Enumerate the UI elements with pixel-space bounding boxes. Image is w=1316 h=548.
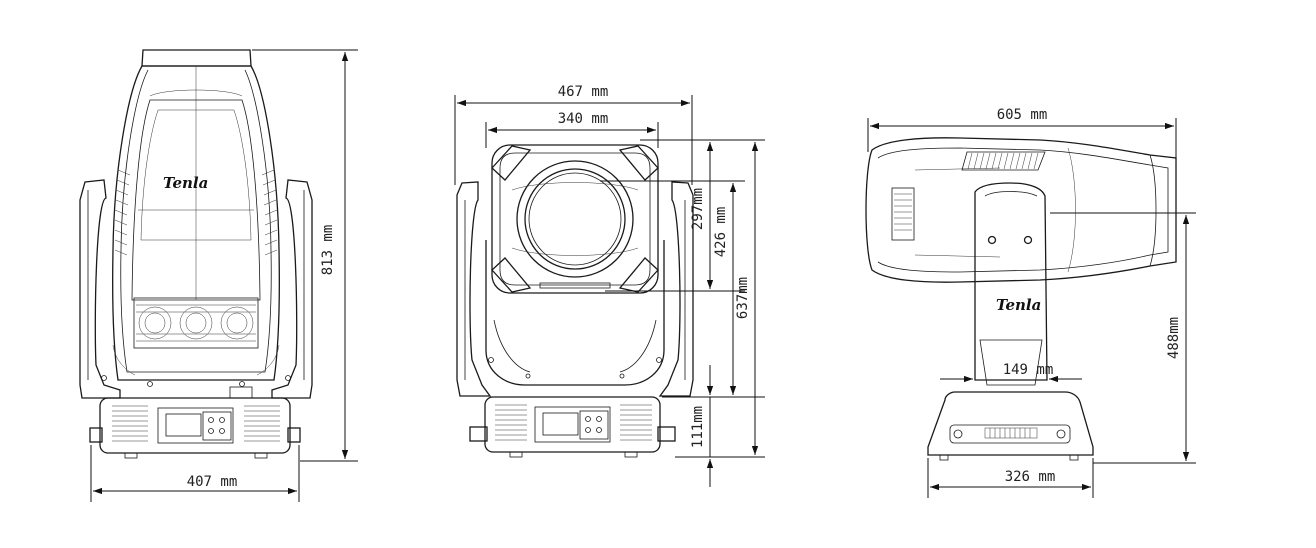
head-width-label: 340 mm xyxy=(558,111,609,127)
total-height-label: 637mm xyxy=(735,277,751,319)
side-dimensions: 605 mm 488mm 149 mm 326 mm xyxy=(867,107,1196,498)
side-logo: Tenla xyxy=(996,296,1041,314)
head-front-view xyxy=(456,144,694,458)
front-view: Tenla xyxy=(79,49,313,459)
side-base-width-label: 326 mm xyxy=(1005,469,1056,485)
front-width-label: 407 mm xyxy=(187,474,238,490)
side-height-label: 488mm xyxy=(1166,317,1182,359)
side-length-label: 605 mm xyxy=(997,107,1048,123)
front-dimensions: 813 mm 407 mm xyxy=(90,49,358,502)
base-height-label: 111mm xyxy=(690,406,706,448)
head-overall-width-label: 467 mm xyxy=(558,84,609,100)
lens-height-label: 297mm xyxy=(690,188,706,230)
head-front-dimensions: 467 mm 340 mm 297mm 426 mm 637mm 111mm xyxy=(454,84,765,487)
front-height-label: 813 mm xyxy=(320,225,336,276)
head-height-label: 426 mm xyxy=(713,207,729,258)
front-logo: Tenla xyxy=(163,174,208,192)
side-view: Tenla xyxy=(865,137,1177,461)
arm-width-label: 149 mm xyxy=(1003,362,1054,378)
